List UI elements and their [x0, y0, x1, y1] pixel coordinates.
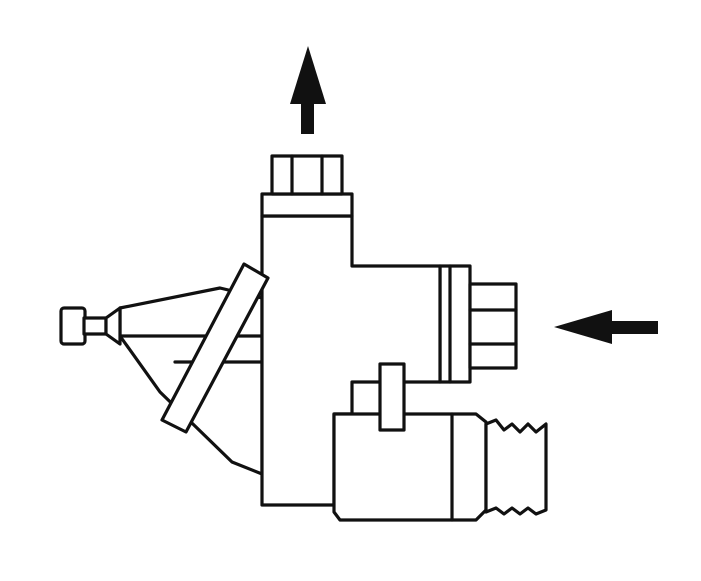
junction-box [378, 362, 406, 432]
clamp-strap [160, 262, 270, 434]
bellows-cap [484, 418, 548, 516]
arrow-left-icon [554, 310, 658, 344]
pump-body [260, 214, 442, 507]
inlet-fitting [468, 282, 518, 370]
inlet-flange [438, 264, 472, 384]
arrow-up-icon [290, 46, 326, 134]
handle [59, 306, 122, 346]
outlet-nozzle [260, 154, 354, 218]
motor-canister [332, 412, 488, 522]
